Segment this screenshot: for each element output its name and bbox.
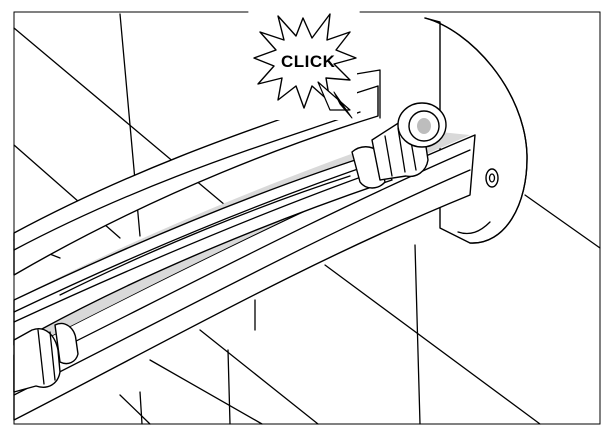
bolt-hole-outer bbox=[485, 168, 499, 188]
tube bbox=[13, 151, 393, 346]
diagram-frame bbox=[13, 11, 601, 425]
arrow-icon bbox=[317, 81, 353, 119]
click-callout: CLICK bbox=[249, 2, 357, 120]
callout-label: CLICK bbox=[281, 52, 336, 71]
left-fitting bbox=[13, 322, 79, 393]
right-fitting bbox=[351, 102, 447, 189]
bolt-hole-inner bbox=[488, 173, 496, 183]
starburst-icon bbox=[253, 13, 357, 109]
background-panels bbox=[13, 13, 601, 425]
